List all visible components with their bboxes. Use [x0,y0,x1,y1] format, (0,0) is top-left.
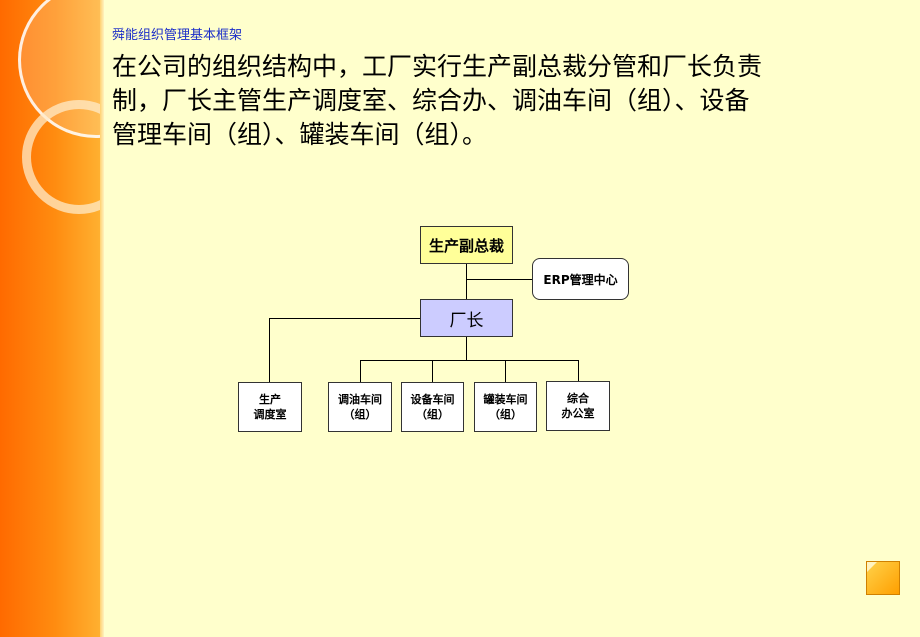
connector-director-dispatch-h [269,318,420,319]
next-slide-icon [867,562,877,572]
org-node-dispatch-room: 生产 调度室 [238,382,302,432]
org-node-canning-workshop: 罐装车间 （组） [474,382,537,432]
connector-drop-1 [360,360,361,382]
org-node-equipment-workshop: 设备车间 （组） [401,382,464,432]
org-node-erp-center: ERP管理中心 [532,258,629,300]
org-node-blending-workshop: 调油车间 （组） [328,382,392,432]
decorative-ring-small [22,100,100,214]
connector-director-workshops [466,337,467,360]
connector-director-dispatch-v [269,318,270,382]
connector-erp [466,279,532,280]
org-node-director: 厂长 [420,299,513,337]
section-title: 舜能组织管理基本框架 [112,28,243,43]
decorative-sidebar [0,0,100,637]
connector-vp-director [466,264,467,299]
next-slide-button[interactable] [866,561,900,595]
org-node-vice-president: 生产副总裁 [420,226,513,264]
connector-drop-2 [432,360,433,382]
connector-drop-4 [578,360,579,381]
org-node-general-office: 综合 办公室 [546,381,610,431]
connector-drop-3 [505,360,506,382]
body-paragraph: 在公司的组织结构中，工厂实行生产副总裁分管和厂长负责制，厂长主管生产调度室、综合… [112,52,763,149]
connector-workshops-bus [360,360,579,361]
sidebar-edge [100,0,104,637]
